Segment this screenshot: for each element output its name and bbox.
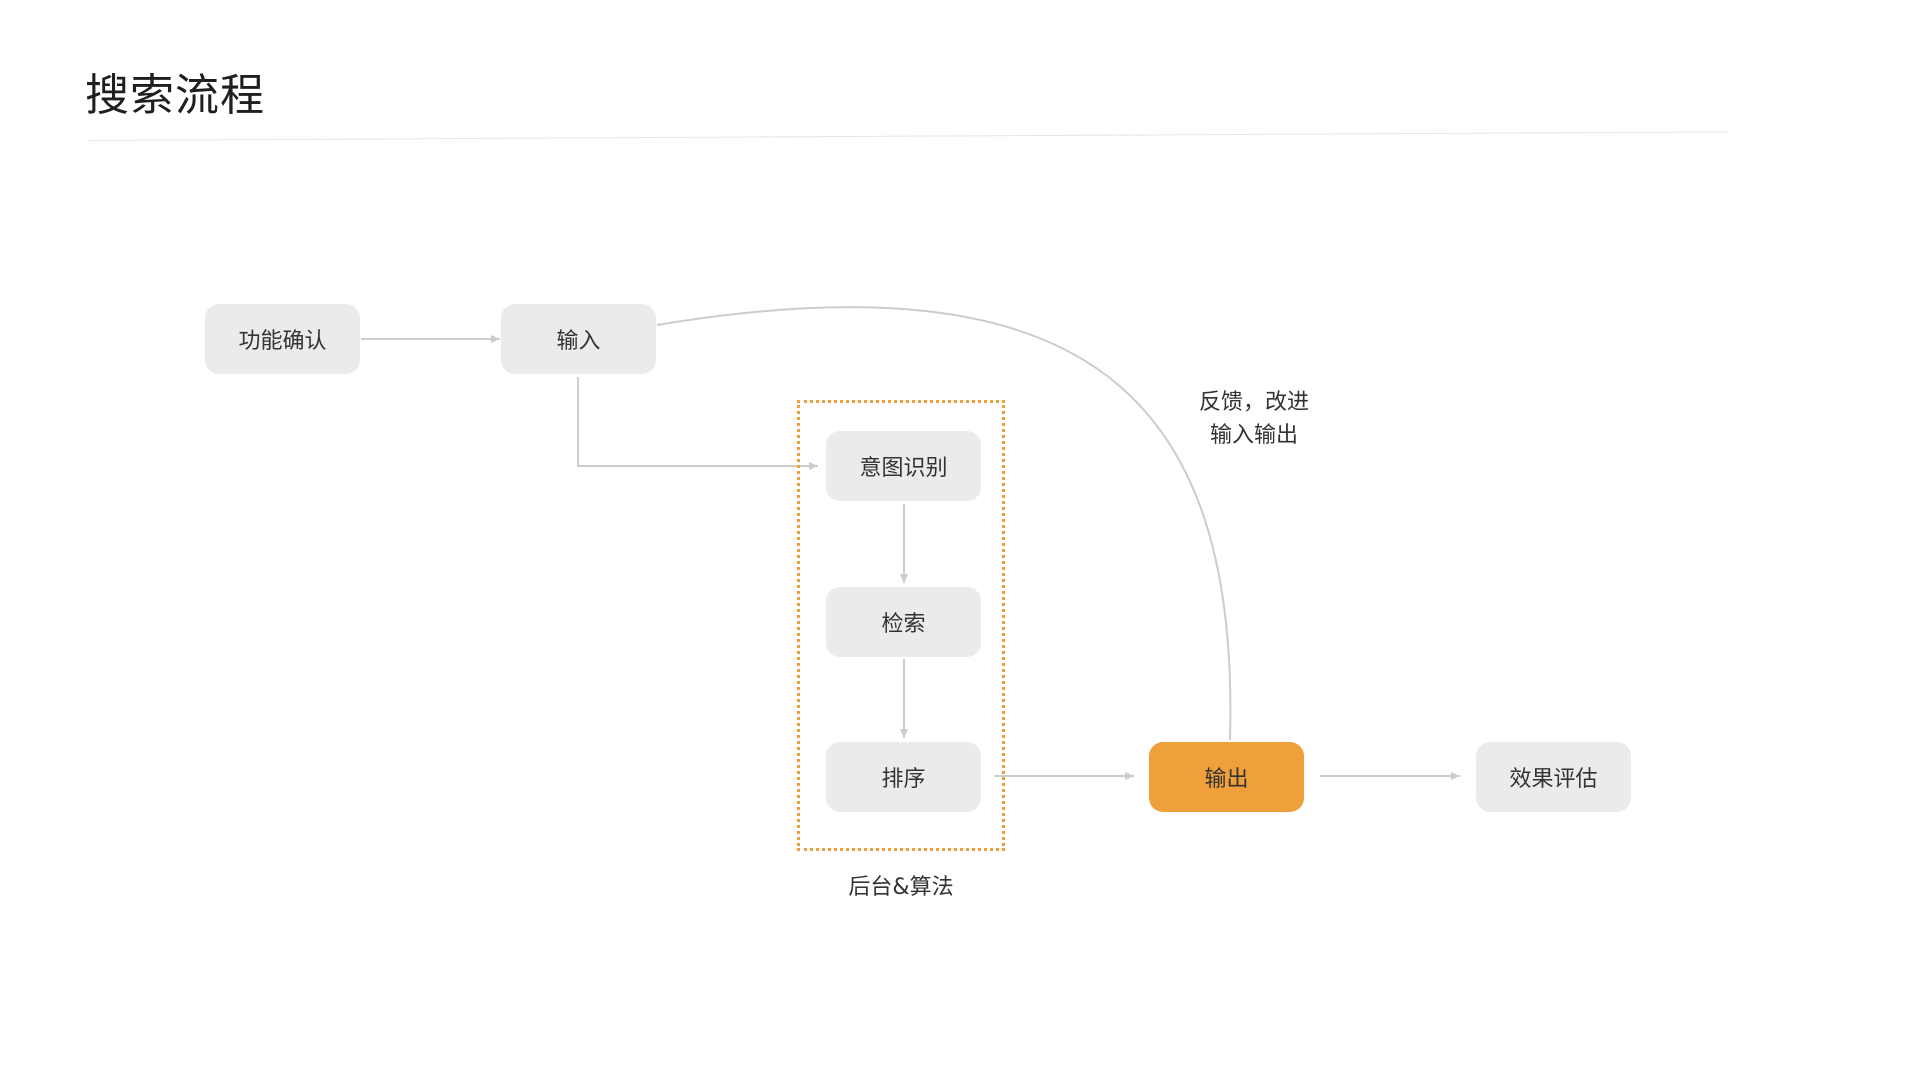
node-intent-label: 意图识别 (859, 456, 948, 481)
node-input-label: 输入 (556, 329, 601, 354)
node-intent[interactable]: 意图识别 (826, 431, 981, 501)
title-divider (87, 131, 1728, 141)
node-rank[interactable]: 排序 (826, 742, 981, 812)
node-evaluate-label: 效果评估 (1509, 767, 1598, 792)
node-output-label: 输出 (1204, 767, 1249, 792)
group-label: 后台&算法 (848, 875, 954, 900)
node-confirm-label: 功能确认 (238, 329, 327, 354)
feedback-label: 反馈，改进 输入输出 (1154, 386, 1354, 452)
feedback-label-line2: 输入输出 (1209, 423, 1298, 448)
connector-input-to-intent (577, 377, 818, 470)
node-retrieve[interactable]: 检索 (826, 587, 981, 657)
page-title: 搜索流程 (85, 70, 265, 121)
node-retrieve-label: 检索 (881, 612, 926, 637)
node-rank-label: 排序 (881, 767, 926, 792)
node-evaluate[interactable]: 效果评估 (1476, 742, 1631, 812)
node-confirm[interactable]: 功能确认 (205, 304, 360, 374)
node-input[interactable]: 输入 (501, 304, 656, 374)
feedback-label-line1: 反馈，改进 (1198, 390, 1309, 415)
node-output[interactable]: 输出 (1149, 742, 1304, 812)
backend-algorithm-group (797, 400, 1005, 851)
